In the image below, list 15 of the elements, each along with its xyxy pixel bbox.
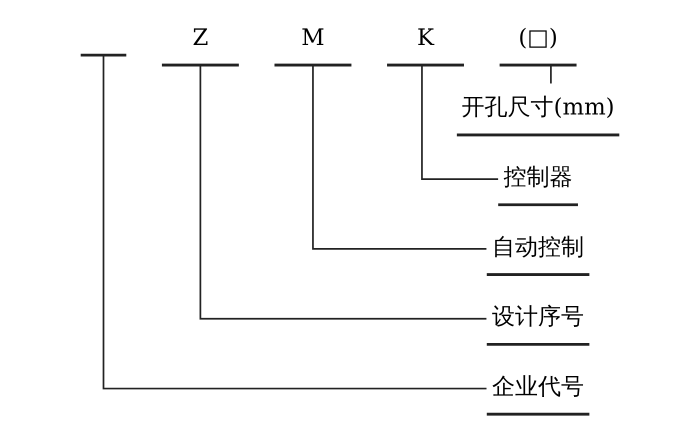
node-text: K (417, 24, 434, 51)
node-text: Z (192, 24, 208, 51)
node-text: M (301, 24, 325, 51)
node-text: (□) (518, 24, 558, 51)
node-text: 设计序号 (492, 304, 584, 330)
connector (312, 65, 486, 250)
node-text: 控制器 (504, 164, 573, 191)
connector (102, 55, 487, 390)
connector (550, 65, 552, 84)
connector (421, 66, 498, 180)
node-text: 企业代号 (492, 374, 584, 400)
node-bar (80, 54, 126, 57)
node-text: 自动控制 (492, 234, 584, 260)
node-text: 开孔尺寸(mm) (462, 94, 615, 121)
connector (200, 65, 486, 320)
